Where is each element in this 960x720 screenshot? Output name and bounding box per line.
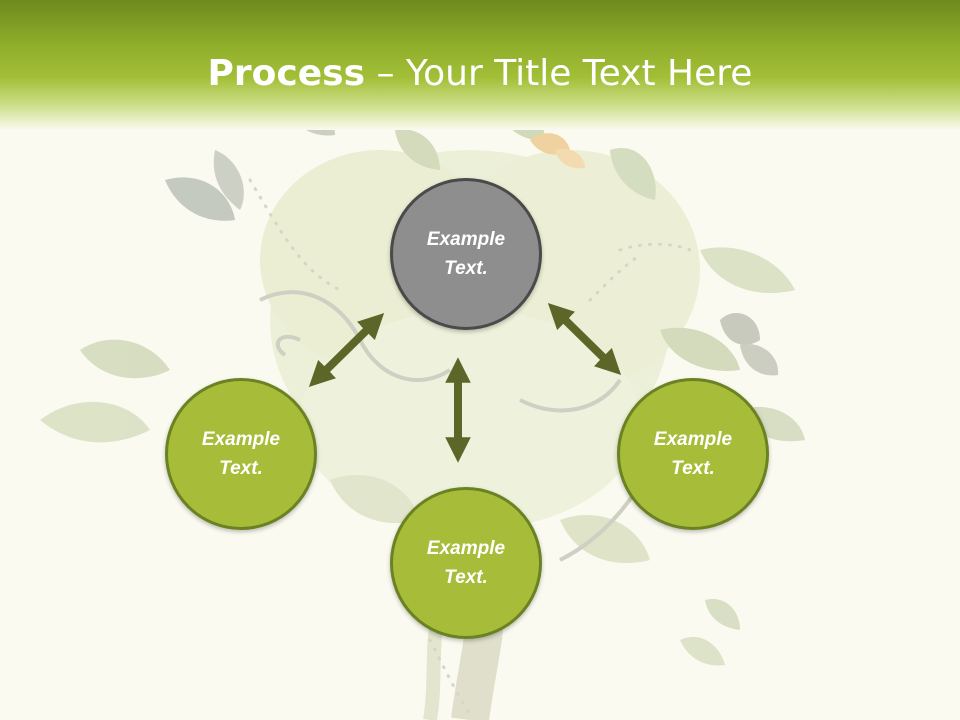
header-bar bbox=[0, 0, 960, 130]
title-bold: Process bbox=[207, 53, 366, 94]
node-right[interactable]: Example Text. bbox=[617, 378, 769, 530]
node-bottom[interactable]: Example Text. bbox=[390, 487, 542, 639]
node-bottom-label: Example Text. bbox=[426, 538, 506, 588]
node-top[interactable]: Example Text. bbox=[390, 178, 542, 330]
title-rest: – Your Title Text Here bbox=[365, 53, 753, 94]
node-left[interactable]: Example Text. bbox=[165, 378, 317, 530]
node-left-label: Example Text. bbox=[201, 429, 281, 479]
node-right-label: Example Text. bbox=[653, 429, 733, 479]
node-top-label: Example Text. bbox=[426, 229, 506, 279]
slide-title: Process – Your Title Text Here bbox=[0, 52, 960, 96]
arrow-top-right bbox=[547, 303, 622, 375]
arrow-top-left bbox=[308, 313, 385, 387]
